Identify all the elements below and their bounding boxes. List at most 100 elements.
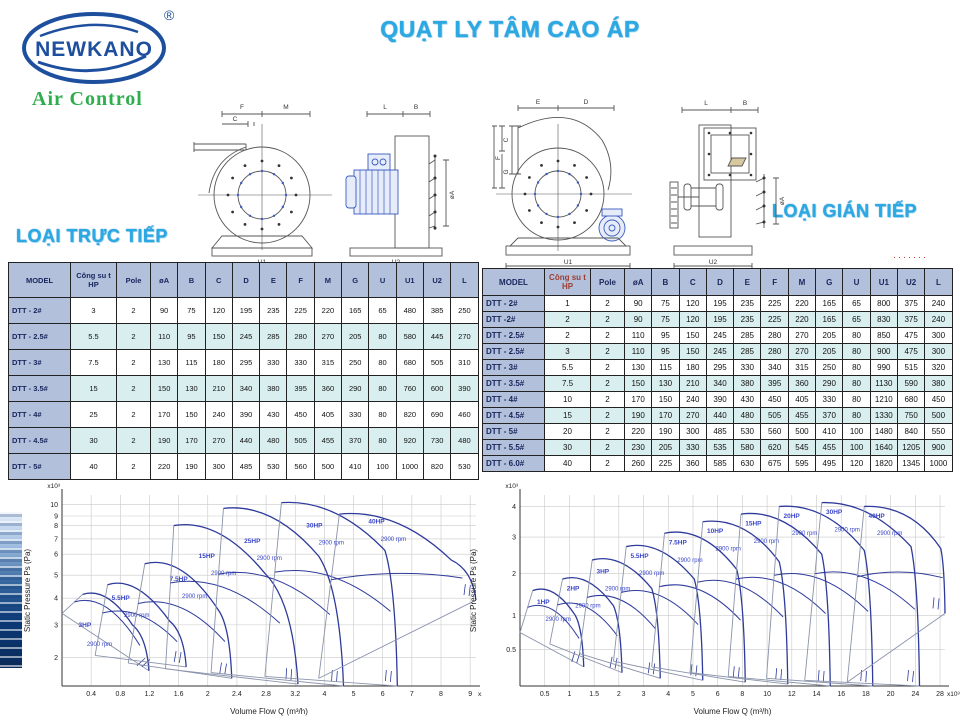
dim-E: E bbox=[536, 99, 541, 106]
dim-cell: 80 bbox=[368, 401, 397, 428]
bolt-hole bbox=[573, 221, 576, 224]
dim-cell: 370 bbox=[341, 427, 370, 454]
dim-cell: 2 bbox=[590, 359, 625, 376]
col-header: U2 bbox=[422, 262, 452, 298]
dim-cell: 165 bbox=[341, 297, 370, 324]
y-axis-label: Static Pressure Ps (Pa) bbox=[23, 549, 32, 632]
col-header: B bbox=[177, 262, 206, 298]
dim-D: D bbox=[584, 99, 589, 106]
x-tick-label: 2 bbox=[617, 691, 621, 698]
dim-cell: 260 bbox=[623, 455, 653, 472]
inner-rpm-curve bbox=[774, 572, 869, 612]
model-cell: DTT - 5# bbox=[482, 423, 545, 440]
dim-cell: 380 bbox=[924, 375, 953, 392]
envelope-curve bbox=[281, 501, 398, 687]
envelope-curve bbox=[702, 520, 789, 685]
envelope-curve bbox=[864, 505, 946, 614]
dim-cell: 900 bbox=[869, 343, 898, 360]
dim-cell: 395 bbox=[760, 375, 789, 392]
x-axis-multiplier: x10³ bbox=[947, 691, 960, 698]
dim-cell: 360 bbox=[678, 455, 707, 472]
envelope-edges bbox=[613, 546, 703, 681]
bolt-hole bbox=[290, 210, 293, 214]
dim-cell: 2 bbox=[116, 375, 151, 402]
dim-cell: 250 bbox=[450, 297, 479, 324]
envelope-edges bbox=[61, 593, 150, 672]
envelope-curve bbox=[592, 558, 661, 679]
dim-F: F bbox=[240, 104, 244, 111]
envelope-edges bbox=[846, 506, 946, 683]
dim-cell: 450 bbox=[760, 391, 789, 408]
dim-G: G bbox=[503, 169, 510, 174]
dim-cell: 2 bbox=[544, 311, 591, 328]
dim-cell: 225 bbox=[760, 295, 789, 312]
dim-cell: 205 bbox=[651, 439, 680, 456]
dim-cell: 405 bbox=[787, 391, 817, 408]
dim-cell: 480 bbox=[733, 407, 762, 424]
y-axis-label: Static Pressure Ps (Pa) bbox=[469, 549, 478, 632]
dim-cell: 270 bbox=[313, 323, 343, 350]
model-cell: DTT - 5.5# bbox=[482, 439, 545, 456]
y-tick-label: 7 bbox=[54, 536, 58, 543]
inner-rpm-curve bbox=[814, 571, 916, 610]
dim-cell: 310 bbox=[450, 349, 479, 376]
col-header: Pole bbox=[116, 262, 151, 298]
x-axis-multiplier: x10³ bbox=[478, 691, 482, 698]
dim-cell: 80 bbox=[842, 375, 871, 392]
indirect-fan-drawing: E D C F G U1 L B øA U2 bbox=[492, 99, 786, 269]
speed-marks bbox=[775, 668, 783, 681]
dim-cell: 730 bbox=[422, 427, 452, 454]
label-direct-type: LOẠI TRỰC TIẾP bbox=[16, 226, 168, 246]
dim-cell: 150 bbox=[678, 343, 707, 360]
dim-cell: 210 bbox=[678, 375, 707, 392]
bolt-hole bbox=[281, 205, 284, 209]
dim-cell: 285 bbox=[733, 343, 762, 360]
envelope-edges bbox=[165, 525, 299, 685]
rpm-label: 2900 rpm bbox=[835, 527, 860, 533]
hp-label: 25HP bbox=[244, 538, 261, 545]
bolt-hole bbox=[568, 172, 571, 176]
speed-marks bbox=[219, 662, 227, 675]
bolt-hole bbox=[260, 227, 264, 231]
rpm-label: 2900 rpm bbox=[87, 642, 112, 648]
col-header: Pole bbox=[590, 268, 625, 296]
y-axis-multiplier: x10³ bbox=[505, 483, 518, 490]
bolt-hole bbox=[523, 192, 527, 196]
dim-B: B bbox=[414, 104, 418, 111]
dim-cell: 620 bbox=[760, 439, 789, 456]
dim-cell: 95 bbox=[651, 343, 680, 360]
dim-cell: 2 bbox=[590, 311, 625, 328]
dim-cell: 495 bbox=[815, 455, 844, 472]
bolt-hole bbox=[762, 190, 766, 194]
dim-cell: 505 bbox=[286, 427, 315, 454]
dim-cell: 115 bbox=[177, 349, 206, 376]
bolt-hole bbox=[707, 152, 711, 156]
hp-label: 2HP bbox=[567, 586, 580, 593]
envelope-edges bbox=[727, 514, 831, 687]
x-tick-label: 5 bbox=[352, 691, 356, 698]
x-tick-label: 1.5 bbox=[589, 691, 599, 698]
dim-cell: 330 bbox=[678, 439, 707, 456]
bolt-hole bbox=[231, 176, 234, 180]
bolt-hole bbox=[540, 164, 543, 167]
dim-cell: 130 bbox=[623, 359, 653, 376]
bolt-hole bbox=[290, 176, 293, 180]
dim-cell: 410 bbox=[341, 453, 370, 480]
dim-cell: 20 bbox=[544, 423, 591, 440]
dim-cell: 920 bbox=[395, 427, 424, 454]
dim-cell: 430 bbox=[733, 391, 762, 408]
decorative-strip bbox=[0, 512, 22, 668]
dim-cell: 445 bbox=[422, 323, 452, 350]
rpm-label: 2900 rpm bbox=[257, 556, 282, 562]
bolt-hole bbox=[226, 193, 230, 197]
dim-cell: 205 bbox=[815, 327, 844, 344]
logo-text: NEWKANO bbox=[35, 38, 153, 61]
dim-cell: 1210 bbox=[869, 391, 898, 408]
x-tick-label: 28 bbox=[936, 691, 944, 698]
dim-cell: 300 bbox=[204, 453, 233, 480]
envelope-curve bbox=[82, 592, 150, 671]
